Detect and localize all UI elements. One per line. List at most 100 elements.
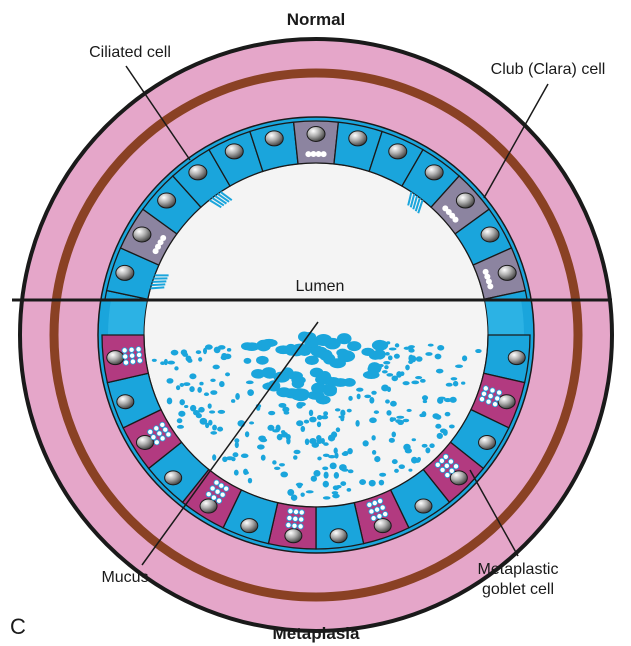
cell-nucleus (225, 144, 243, 159)
mucus-droplet (323, 481, 329, 488)
mucus-droplet (475, 349, 481, 353)
mucin-granule (495, 396, 500, 401)
cell-nucleus (456, 193, 474, 208)
mucus-droplet (321, 415, 328, 419)
mucus-droplet (323, 496, 331, 499)
cell-nucleus (330, 529, 347, 543)
mucus-droplet (440, 428, 447, 433)
mucus-droplet (178, 411, 185, 417)
mucus-droplet (177, 425, 184, 429)
mucus-droplet (328, 435, 335, 442)
mucin-granule (493, 402, 498, 407)
mucus-droplet (218, 410, 226, 414)
mucus-droplet (152, 359, 157, 362)
mucus-droplet (296, 420, 303, 426)
mucus-droplet (189, 386, 194, 392)
mucus-droplet (394, 469, 399, 473)
mucus-droplet (379, 473, 386, 477)
mucus-droplet (394, 354, 400, 359)
mucus-droplet (281, 430, 285, 434)
secretory-granule (321, 151, 327, 157)
mucus-droplet (374, 456, 380, 462)
lumen (144, 163, 488, 507)
mucus-droplet (363, 371, 380, 379)
mucus-droplet (225, 372, 230, 376)
mucin-granule (490, 388, 495, 393)
mucus-droplet (235, 442, 239, 449)
mucin-granule (157, 431, 162, 436)
mucus-droplet (343, 378, 356, 387)
mucus-droplet (406, 409, 411, 412)
mucus-droplet (272, 460, 276, 464)
mucin-granule (292, 523, 297, 528)
goblet-label-line2: goblet cell (482, 581, 554, 598)
mucus-droplet (411, 381, 419, 385)
mucus-droplet (451, 377, 458, 380)
mucus-droplet (347, 341, 361, 351)
cell-nucleus (285, 529, 302, 543)
mucus-droplet (369, 417, 377, 423)
mucus-droplet (316, 435, 321, 440)
mucin-granule (210, 486, 215, 491)
cell-nucleus (498, 265, 516, 280)
mucus-droplet (244, 358, 252, 364)
mucin-granule (286, 522, 291, 527)
mucus-droplet (300, 426, 305, 432)
mucus-droplet (386, 373, 393, 376)
mucus-droplet (357, 394, 361, 400)
mucus-droplet (256, 356, 269, 365)
mucus-droplet (453, 381, 458, 387)
cell-nucleus (117, 395, 134, 409)
mucus-droplet (379, 480, 384, 486)
mucin-granule (497, 390, 502, 395)
mucus-droplet (355, 420, 359, 427)
mucus-droplet (372, 450, 376, 455)
mucin-granule (444, 463, 449, 468)
mucus-droplet (305, 438, 309, 445)
cell-nucleus (508, 351, 525, 365)
mucus-droplet (369, 397, 374, 404)
cilium (150, 287, 164, 288)
mucus-droplet (323, 442, 329, 446)
mucus-droplet (268, 411, 275, 415)
mucin-granule (448, 459, 453, 464)
panel-letter: C (10, 614, 26, 639)
mucus-droplet (324, 472, 329, 479)
mucus-droplet (382, 370, 388, 373)
mucin-granule (293, 509, 298, 514)
mucus-droplet (435, 354, 442, 360)
mucin-granule (137, 352, 142, 357)
mucus-droplet (261, 455, 266, 461)
mucin-granule (298, 524, 303, 529)
mucin-granule (160, 436, 165, 441)
mucus-droplet (292, 344, 309, 354)
mucus-droplet (231, 457, 235, 461)
mucus-droplet (374, 410, 379, 414)
mucus-droplet (278, 403, 286, 408)
mucus-droplet (317, 422, 321, 428)
mucus-droplet (437, 397, 443, 404)
mucus-droplet (209, 410, 215, 413)
mucus-droplet (196, 350, 201, 354)
mucus-droplet (205, 423, 209, 429)
mucus-droplet (322, 466, 328, 470)
mucin-granule (136, 347, 141, 352)
mucus-droplet (306, 490, 314, 493)
mucus-droplet (436, 369, 443, 374)
mucus-droplet (330, 462, 337, 469)
mucin-granule (219, 483, 224, 488)
mucus-droplet (234, 470, 239, 476)
mucus-droplet (177, 418, 183, 423)
mucin-granule (130, 353, 135, 358)
mucus-droplet (386, 341, 390, 344)
mucus-droplet (167, 398, 173, 405)
mucus-droplet (184, 405, 188, 408)
mucin-granule (299, 510, 304, 515)
mucin-granule (383, 512, 388, 517)
secretory-granule (160, 235, 166, 241)
mucus-droplet (359, 479, 366, 485)
mucus-droplet (166, 378, 173, 384)
mucin-granule (439, 458, 444, 463)
